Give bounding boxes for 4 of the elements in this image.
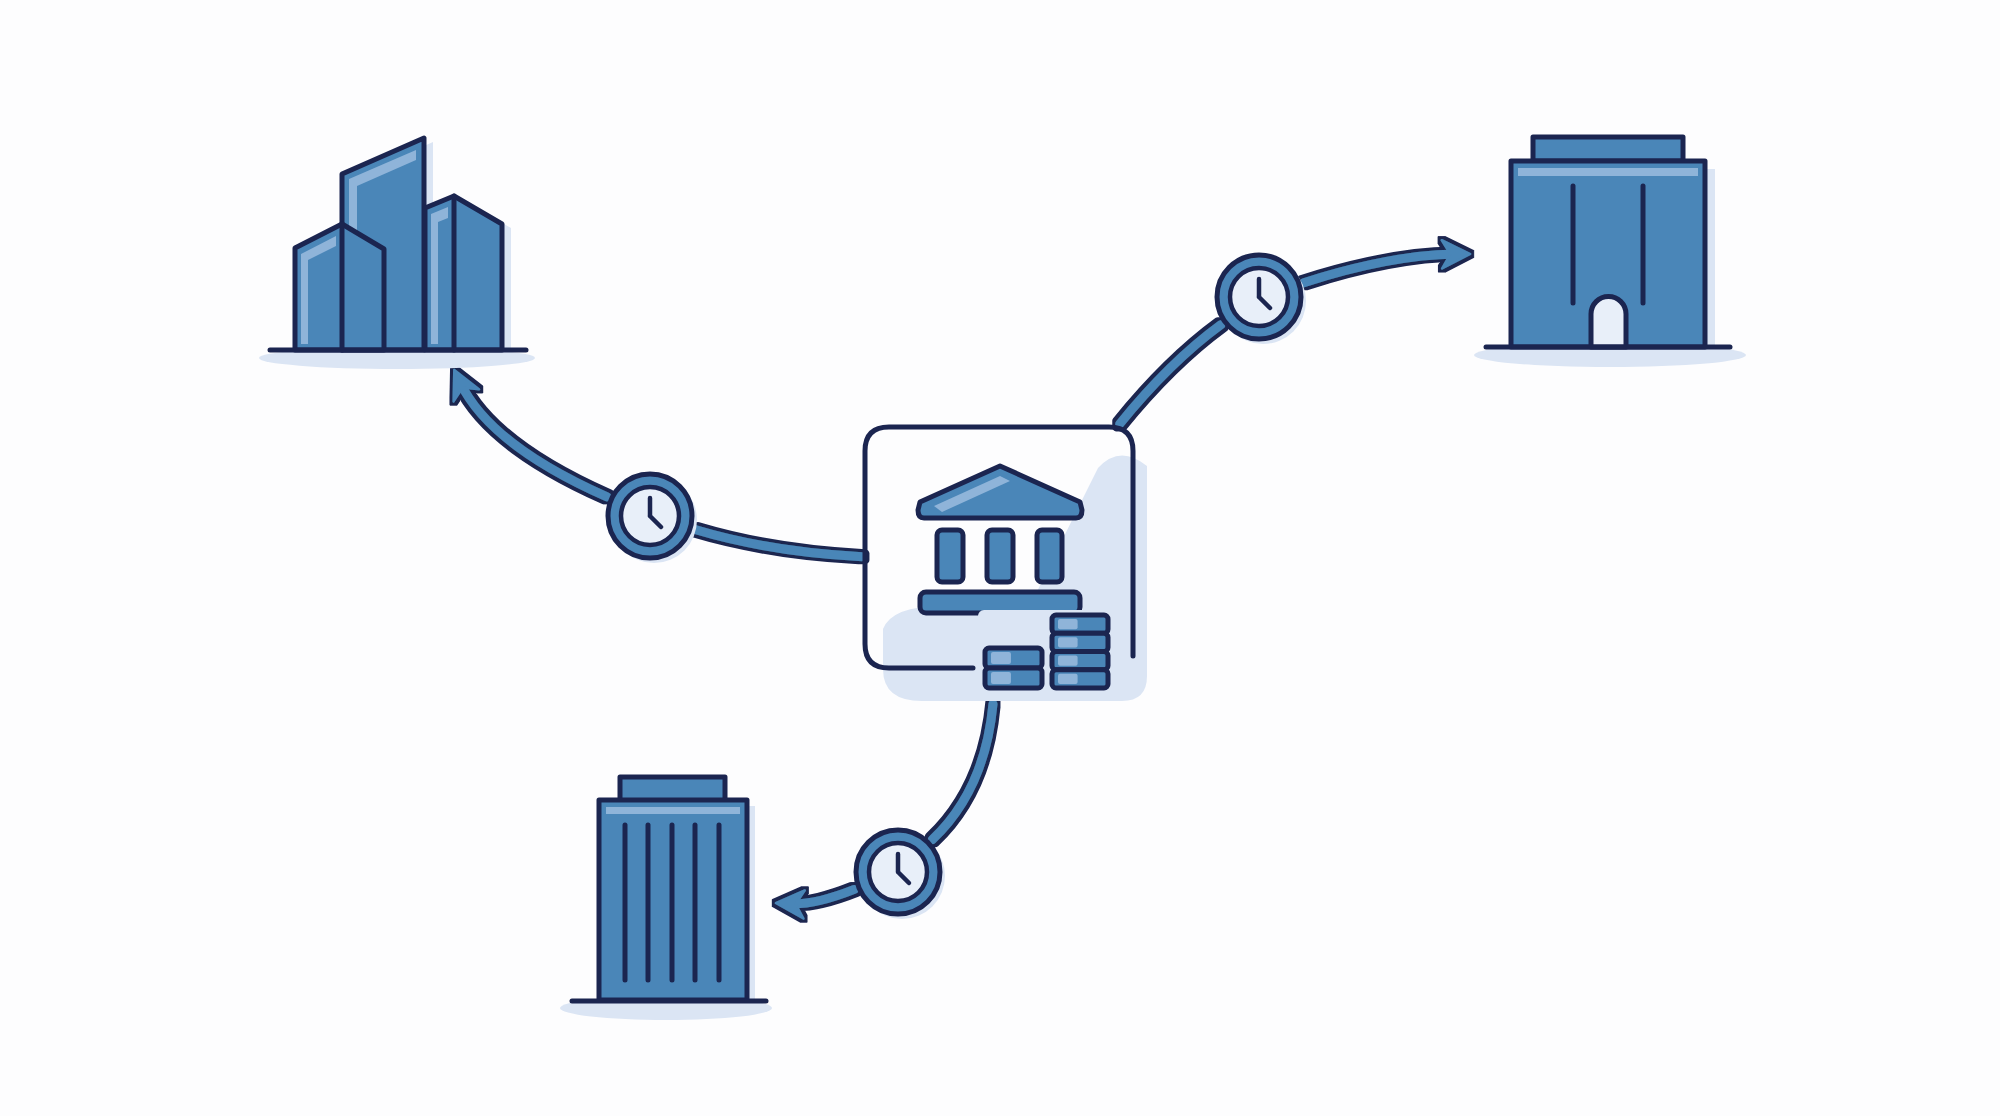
connector-line [927,699,998,845]
bank-drawing [862,424,1150,704]
arrow [1299,239,1472,288]
arrow [452,369,612,502]
